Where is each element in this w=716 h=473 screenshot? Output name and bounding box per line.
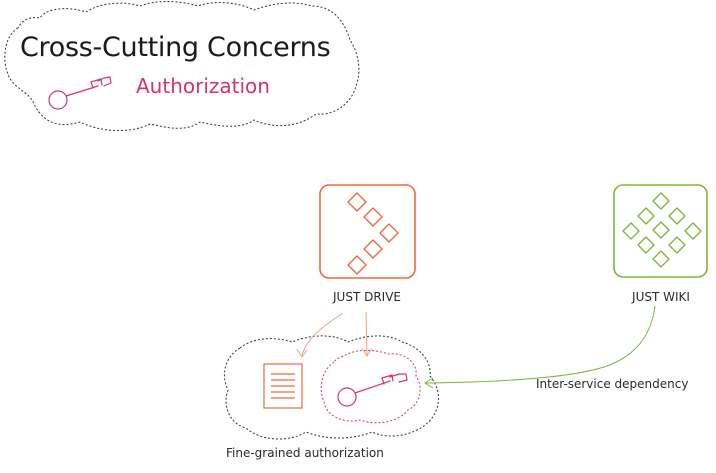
authorization-service-cloud — [320, 349, 421, 424]
just-wiki-label: JUST WIKI — [632, 290, 690, 304]
drive-to-key-arrow — [361, 311, 373, 357]
just-wiki-logo-icon — [613, 184, 708, 278]
just-drive-logo-icon — [319, 184, 416, 279]
just-drive-label: JUST DRIVE — [333, 290, 401, 304]
document-icon — [263, 363, 303, 409]
title-cloud — [4, 1, 360, 132]
dependency-label: Inter-service dependency — [536, 377, 689, 391]
fine-grained-cloud — [224, 335, 439, 440]
page-title: Cross-Cutting Concerns — [20, 32, 331, 63]
key-icon — [337, 373, 408, 407]
concern-label: Authorization — [136, 74, 270, 98]
wiki-to-key-arrow — [424, 305, 656, 389]
fine-grained-label: Fine-grained authorization — [226, 446, 384, 460]
key-icon — [48, 76, 112, 110]
drive-to-document-arrow — [296, 312, 344, 358]
